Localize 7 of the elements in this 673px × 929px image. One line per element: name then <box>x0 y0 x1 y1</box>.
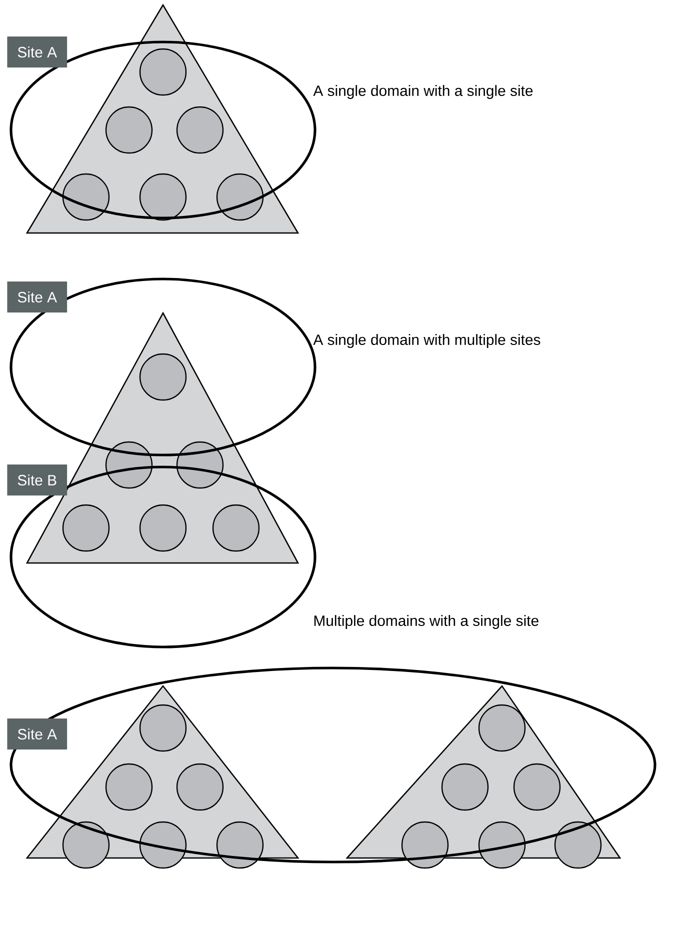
site-tag: Site A <box>7 36 68 68</box>
caption-text: A single domain with a single site <box>313 85 533 99</box>
site-tag: Site B <box>7 464 68 496</box>
caption-text: A single domain with multiple sites <box>313 334 540 348</box>
site-tag: Site A <box>7 718 68 750</box>
caption-text: Multiple domains with a single site <box>314 615 538 629</box>
site-tag: Site A <box>7 282 68 312</box>
